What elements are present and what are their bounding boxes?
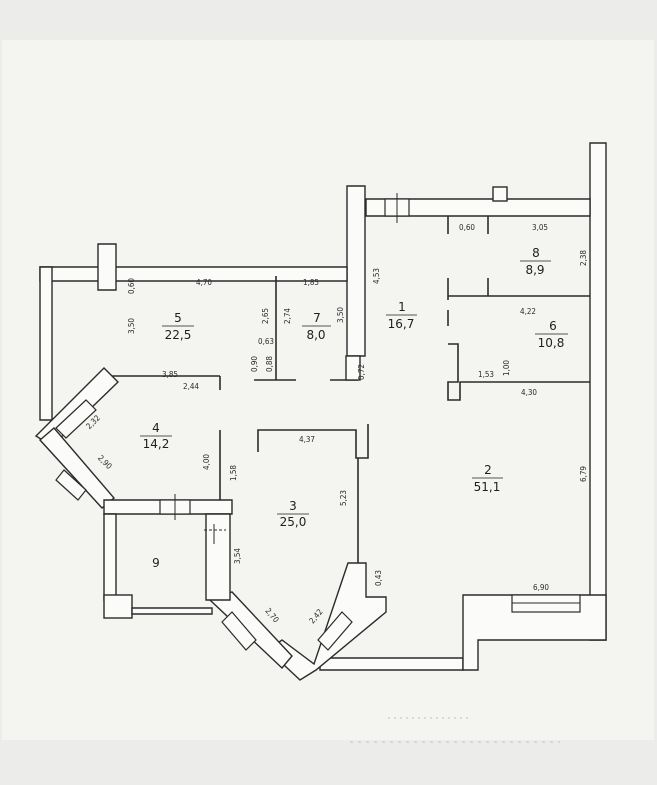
room-1-area: 16,7 (388, 317, 415, 331)
dim-label: 0,90 (250, 356, 259, 372)
dim-label: 3,05 (532, 223, 548, 232)
dim-label: 3,50 (127, 318, 136, 334)
dim-label: 0,60 (127, 278, 136, 294)
room-6-number: 6 (549, 319, 557, 333)
room-8-area: 8,9 (525, 263, 544, 277)
room-2-area: 51,1 (474, 480, 501, 494)
room-6-area: 10,8 (538, 336, 565, 350)
dim-label: 4,70 (196, 278, 212, 287)
dim-label: 0,88 (265, 356, 274, 372)
interior-walls (112, 216, 590, 563)
dim-label: 1,53 (478, 370, 494, 379)
dim-label: 4,53 (372, 268, 381, 284)
dim-label: 4,30 (521, 388, 537, 397)
room-1-number: 1 (398, 300, 406, 314)
dim-label: 5,23 (339, 490, 348, 506)
dimension-labels: 4,70 0,60 3,50 1,85 2,65 2,74 3,50 0,63 … (84, 223, 588, 625)
dim-label: 4,22 (520, 307, 536, 316)
dim-label: 0,43 (374, 570, 383, 586)
dim-label: 3,85 (162, 370, 178, 379)
dim-label: 1,58 (229, 465, 238, 481)
dim-label: 2,38 (579, 250, 588, 266)
room-7-area: 8,0 (306, 328, 325, 342)
dim-label: 2,44 (183, 382, 199, 391)
scan-marks (350, 717, 560, 743)
windows (55, 193, 581, 651)
dim-label: 1,00 (502, 360, 511, 376)
room-7-number: 7 (313, 311, 321, 325)
room-labels: 1 16,7 2 51,1 3 25,0 4 14,2 5 22,5 6 10,… (140, 246, 568, 570)
dim-label: 0,63 (258, 337, 274, 346)
dim-label: 0,60 (459, 223, 475, 232)
room-3-area: 25,0 (280, 515, 307, 529)
room-2-number: 2 (484, 463, 492, 477)
room-4-number: 4 (152, 421, 160, 435)
room-8-number: 8 (532, 246, 540, 260)
dim-label: 0,72 (357, 364, 366, 380)
room-3-number: 3 (289, 499, 297, 513)
exterior-walls (34, 142, 607, 681)
room-4-area: 14,2 (143, 437, 170, 451)
dim-label: 6,90 (533, 583, 549, 592)
room-9-number: 9 (152, 556, 160, 570)
dim-label: 4,00 (202, 454, 211, 470)
dim-label: 6,79 (579, 466, 588, 482)
room-5-area: 22,5 (165, 328, 192, 342)
dim-label: 3,54 (233, 548, 242, 564)
dim-label: 2,65 (261, 308, 270, 324)
dim-label: 3,50 (336, 307, 345, 323)
dim-label: 4,37 (299, 435, 315, 444)
dim-label: 1,85 (303, 278, 319, 287)
dim-label: 2,74 (283, 308, 292, 324)
room-5-number: 5 (174, 311, 182, 325)
